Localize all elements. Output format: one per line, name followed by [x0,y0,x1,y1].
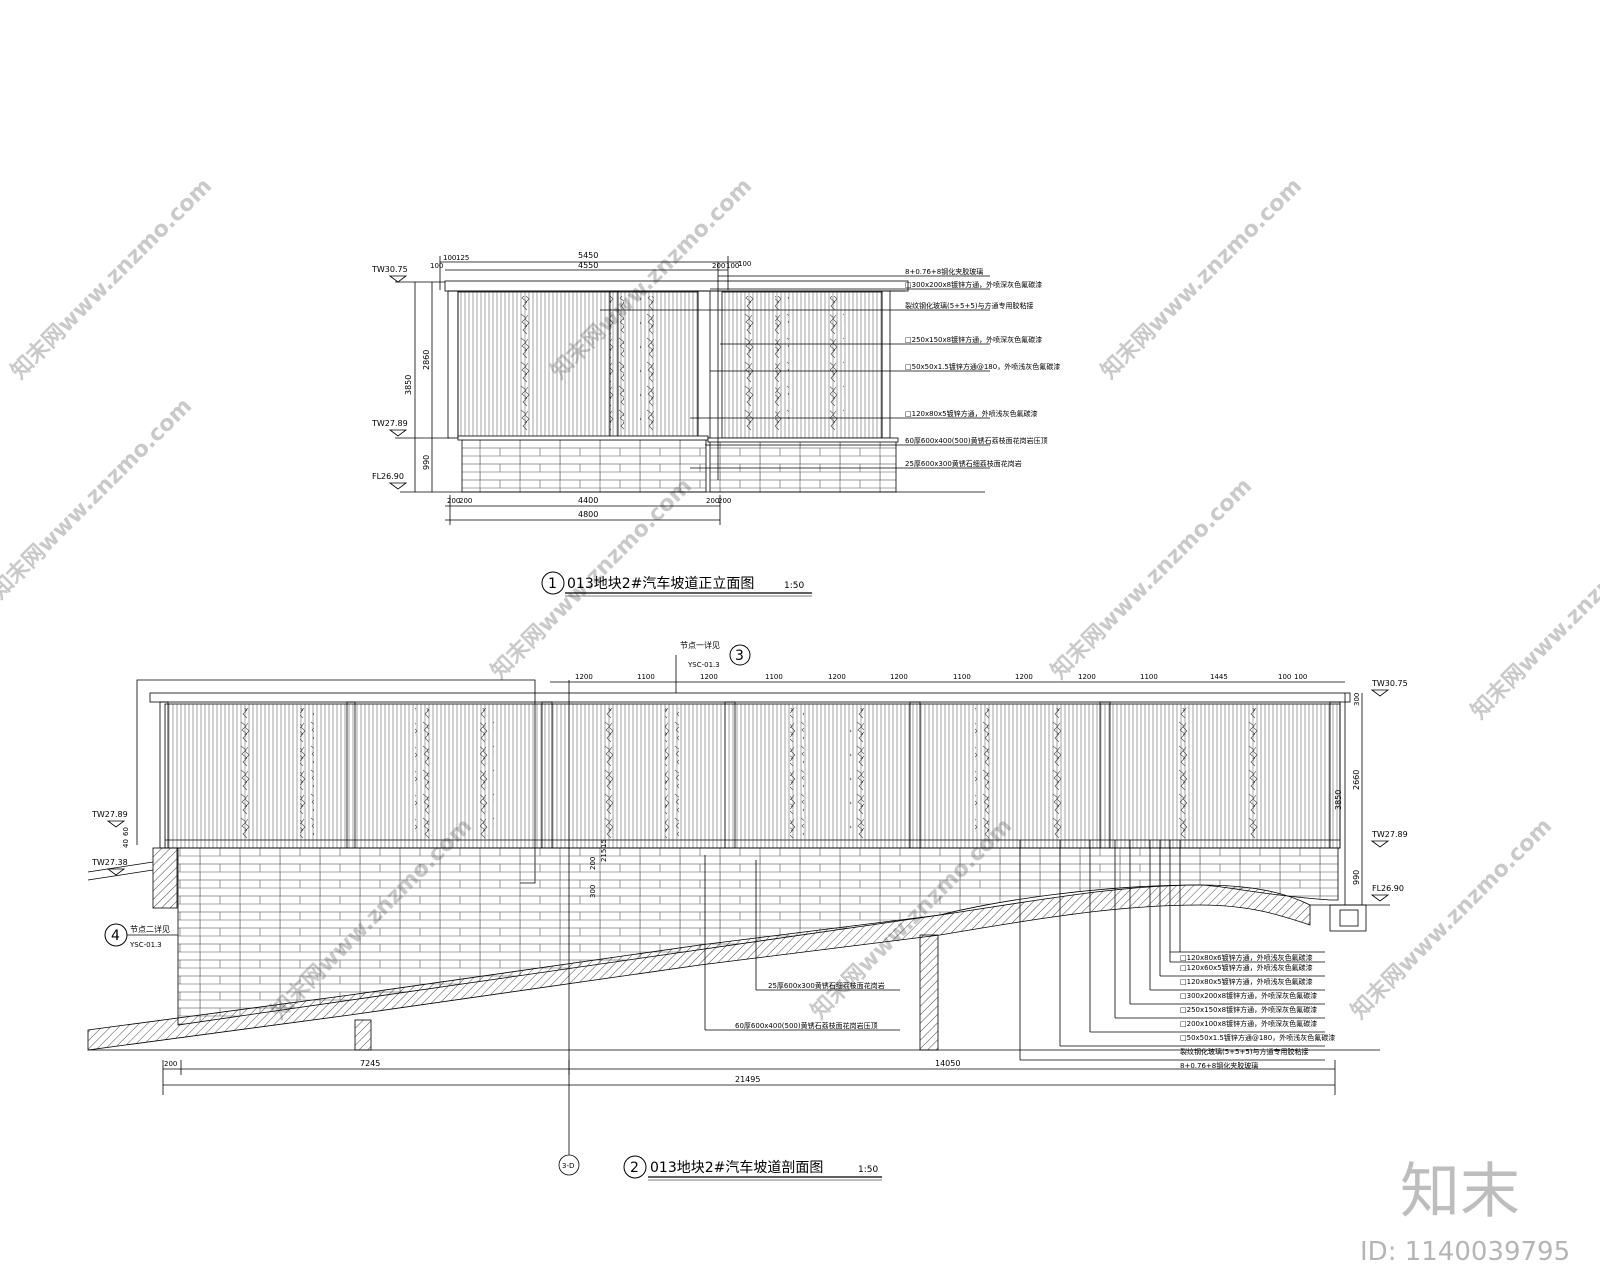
brand-logo: 知末 [1400,1157,1520,1227]
elevation-title-number: 1 [548,576,557,592]
section-title-number: 2 [630,1160,639,1176]
section-note: □300x200x8镀锌方通，外喷深灰色氟碳漆 [1180,991,1317,1000]
dim-200: 200 [712,262,725,270]
dim-200: 200 [706,497,719,505]
elevation-note: 60厚600x400(500)黄锈石荔枝面花岗岩压顶 [905,436,1048,445]
section-note: □120x60x5镀锌方通，外喷浅灰色氟碳漆 [1180,963,1313,972]
top-dim: 1200 [700,673,718,681]
top-dim: 1200 [890,673,908,681]
dim-100: 100 [738,260,751,268]
level-tw27-89: TW27.89 [1371,830,1408,839]
top-dim: 1200 [575,673,593,681]
level-tw30-75: TW30.75 [1371,679,1408,688]
dim-7245: 7245 [360,1059,380,1068]
dim-4550: 4550 [578,261,598,270]
node4-text: 节点二详见 [130,924,170,934]
top-dim: 1200 [828,673,846,681]
dim-200: 200 [718,497,731,505]
dim-215: 215 [600,849,608,862]
dim-4800: 4800 [578,510,598,519]
elevation-note: 8+0.76+8钢化夹胶玻璃 [905,267,983,276]
elevation-title: 013地块2#汽车坡道正立面图 [567,575,754,592]
dim-125: 125 [456,254,469,262]
elevation-note: □250x150x8镀锌方通，外喷深灰色氟碳漆 [905,335,1042,344]
top-dim: 1100 [1140,673,1158,681]
axis-label: 3-D [562,1162,574,1170]
level-tw27-38: TW27.38 [91,858,128,867]
section-note: 裂纹钢化玻璃(5+5+5)与方通专用胶粘接 [1180,1047,1309,1056]
elevation-note: 25厚600x300黄锈石细荔枝面花岗岩 [905,459,1022,468]
node4-number: 4 [111,928,120,944]
watermark-text: 知末网www.znzmo.com [1046,473,1257,684]
dim-990: 990 [422,455,431,470]
section-note: 60厚600x400(500)黄锈石荔枝面花岗岩压顶 [735,1021,878,1030]
section-title: 013地块2#汽车坡道剖面图 [650,1159,823,1176]
section-note: 25厚600x300黄锈石细荔枝面花岗岩 [768,981,885,990]
top-dim: 1100 [765,673,783,681]
section-note: □120x80x5镀锌方通，外喷浅灰色氟碳漆 [1180,977,1313,986]
dim-3850: 3850 [404,375,413,395]
section-note: □200x100x8镀锌方通，外喷深灰色氟碳漆 [1180,1019,1317,1028]
section-drawing [87,655,1390,1155]
dim-21495: 21495 [735,1075,760,1084]
top-dim: 1200 [1078,673,1096,681]
elevation-drawing [395,256,990,525]
elevation-labels: TW30.75 TW27.89 FL26.90 100 100 125 5450… [371,251,1060,597]
dim-60: 60 [122,827,130,836]
dim-100: 100 [443,254,456,262]
dim-200: 200 [447,497,460,505]
top-dim: 1100 [637,673,655,681]
section-note: □250x150x8镀锌方通，外喷深灰色氟碳漆 [1180,1005,1317,1014]
dim-2860: 2860 [422,350,431,370]
watermark-text: 知末网www.znzmo.com [6,173,217,384]
section-note: □50x50x1.5镀锌方通@180，外喷浅灰色氟碳漆 [1180,1033,1335,1042]
top-dim: 1200 [1015,673,1033,681]
dim-100: 100 [430,262,443,270]
dim-990: 990 [1352,870,1361,885]
watermark-text: 知末网www.znzmo.com [1096,173,1307,384]
section-labels: 节点一详见 3 YSC-01.3 1200 1100 1200 1100 120… [91,640,1408,1181]
elevation-note: □300x200x8镀锌方通，外喷深灰色氟碳漆 [905,280,1042,289]
watermark-text: 知末网www.znzmo.com [0,393,197,604]
level-fl26-90: FL26.90 [1372,884,1404,893]
top-dim: 1445 [1210,673,1228,681]
dim-300: 300 [589,885,597,898]
section-scale: 1:50 [858,1165,878,1175]
callout-text: 节点一详见 [680,640,720,650]
section-note: □120x80x6镀锌方通，外喷浅灰色氟碳漆 [1180,953,1313,962]
top-dim: 100 [1278,673,1291,681]
dim-200: 200 [164,1060,177,1068]
dim-4400: 4400 [578,496,598,505]
node4-ref: YSC-01.3 [129,941,162,949]
elevation-note: □120x80x5镀锌方通，外喷浅灰色氟碳漆 [905,409,1038,418]
dim-40: 40 [122,839,130,848]
level-tw30-75: TW30.75 [371,265,408,274]
dim-100: 100 [726,262,739,270]
elevation-note: 裂纹钢化玻璃(5+5+5)与方通专用胶粘接 [905,301,1034,310]
watermark-text: 知末网www.znzmo.com [1466,513,1600,724]
dim-3850: 3850 [1334,790,1343,810]
top-dim: 1100 [953,673,971,681]
dim-15: 15 [600,839,608,848]
dim-300: 300 [1353,693,1361,706]
elevation-note: □50x50x1.5镀锌方通@180，外喷浅灰色氟碳漆 [905,362,1060,371]
elevation-scale: 1:50 [784,581,804,591]
section-note: 8+0.76+8钢化夹胶玻璃 [1180,1061,1258,1070]
dim-200: 200 [589,857,597,870]
dim-200: 200 [459,497,472,505]
dim-5450: 5450 [578,251,598,260]
top-dim: 100 [1294,673,1307,681]
level-fl26-90: FL26.90 [372,472,404,481]
level-tw27-89: TW27.89 [91,810,128,819]
image-id: ID: 1140039795 [1360,1237,1570,1267]
level-tw27-89: TW27.89 [371,419,408,428]
dim-14050: 14050 [935,1059,960,1068]
callout-ref: YSC-01.3 [687,661,720,669]
callout-number: 3 [735,648,744,664]
dim-2660: 2660 [1352,770,1361,790]
